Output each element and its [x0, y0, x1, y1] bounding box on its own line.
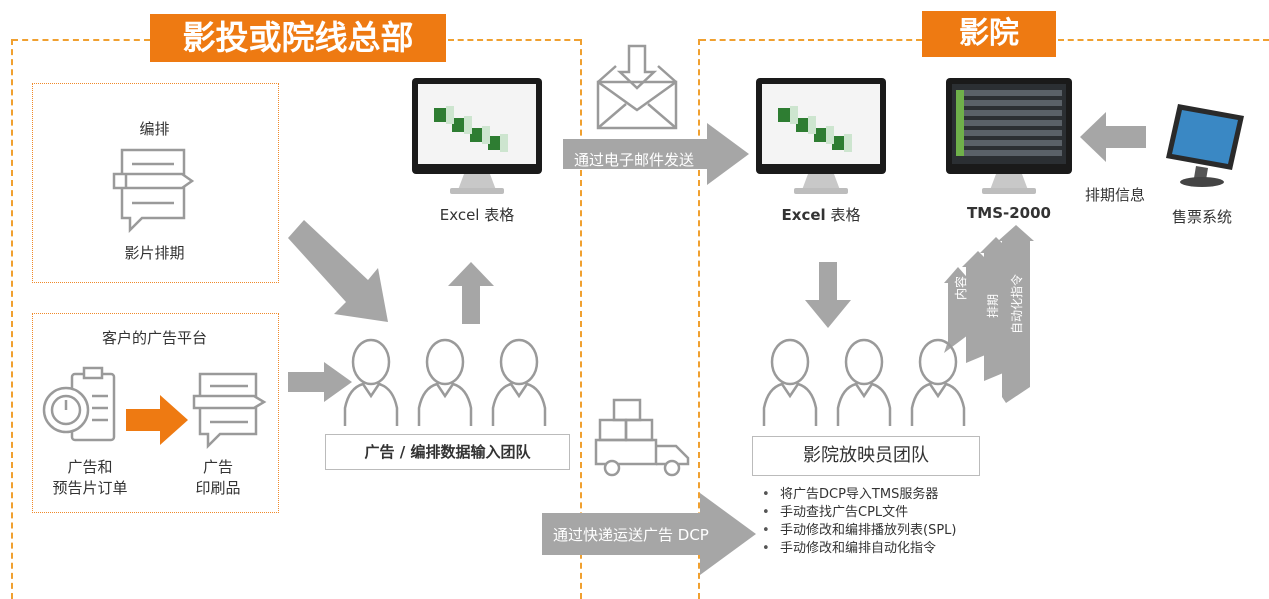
person-icon	[343, 338, 547, 426]
courier-arrow	[542, 493, 756, 575]
cinema-section-title: 影院	[922, 11, 1056, 57]
person-icon	[762, 338, 966, 426]
stair-arrow-automation: 自动化指令	[1010, 273, 1024, 334]
cinema-monitor-label-bold: Excel	[781, 206, 826, 224]
orange-flow-arrow	[126, 395, 188, 445]
hq-frame-top-right	[448, 39, 580, 41]
stair-arrow-schedule: 排期	[986, 293, 1000, 318]
envelope-icon	[596, 44, 678, 130]
print-caption-2: 印刷品	[195, 479, 241, 497]
cinema-monitor-label: Excel 表格	[756, 204, 886, 225]
hq-frame-top-left	[12, 39, 150, 41]
email-arrow	[563, 123, 749, 185]
left-arrow-ticketing	[1080, 112, 1146, 162]
email-arrow-label: 通过电子邮件发送	[574, 151, 695, 169]
monitor-icon	[756, 78, 886, 194]
pos-terminal-icon	[1166, 104, 1244, 187]
stair-arrow-content: 内容	[954, 275, 968, 300]
truck-icon	[594, 398, 690, 477]
down-arrow-cinema	[805, 262, 851, 328]
hq-section-title: 影投或院线总部	[150, 14, 446, 62]
note-item: 手动修改和编排自动化指令	[762, 540, 956, 558]
up-arrow-hq	[448, 262, 494, 324]
schedule-title: 编排	[139, 120, 170, 138]
printed-matter-icon	[192, 372, 267, 450]
cinema-monitor-label-rest: 表格	[825, 206, 861, 224]
stair-arrow-playlist: 播放列表 (SPL)	[1038, 257, 1052, 346]
schedule-caption: 影片排期	[124, 244, 185, 262]
hq-monitor-label: Excel 表格	[439, 206, 515, 224]
note-item: 手动查找广告CPL文件	[762, 504, 956, 522]
tms-monitor-icon	[946, 78, 1072, 194]
order-caption-1: 广告和	[67, 458, 113, 476]
hq-frame-right	[580, 39, 582, 599]
ad-platform-title: 客户的广告平台	[101, 329, 207, 347]
tms-label: TMS-2000	[967, 204, 1051, 222]
cinema-notes: 将广告DCP导入TMS服务器 手动查找广告CPL文件 手动修改和编排播放列表(S…	[762, 486, 956, 558]
cinema-team-label: 影院放映员团队	[752, 436, 980, 476]
cinema-frame-top-left	[700, 39, 922, 41]
cinema-frame-top-right	[1058, 39, 1269, 41]
note-item: 手动修改和编排播放列表(SPL)	[762, 522, 956, 540]
stopwatch-clipboard-icon	[42, 366, 116, 442]
ad-platform-box	[32, 313, 279, 513]
hq-frame-left	[11, 39, 13, 599]
schedule-box	[32, 83, 279, 283]
note-item: 将广告DCP导入TMS服务器	[762, 486, 956, 504]
right-arrow-platform	[288, 362, 352, 402]
document-pen-icon	[112, 148, 195, 234]
hq-team-label: 广告 / 编排数据输入团队	[325, 434, 570, 470]
stair-arrows	[944, 225, 1034, 403]
print-caption-1: 广告	[202, 458, 233, 476]
ticketing-label: 售票系统	[1171, 208, 1232, 226]
diagonal-arrow	[288, 220, 388, 322]
cinema-frame-left	[698, 39, 700, 599]
courier-arrow-label: 通过快递运送广告 DCP	[553, 526, 709, 544]
order-caption-2: 预告片订单	[52, 479, 128, 497]
schedule-info-label: 排期信息	[1084, 186, 1145, 204]
monitor-icon	[412, 78, 542, 194]
